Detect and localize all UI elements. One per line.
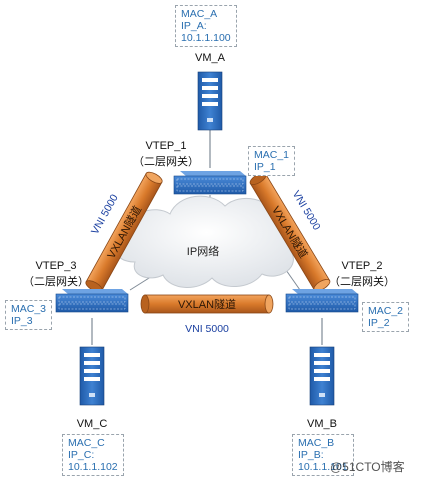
vtep1-mac: MAC_1 — [254, 149, 290, 161]
vm-a-ip-label: IP_A: — [181, 20, 207, 32]
vtep1-ip: IP_1 — [254, 161, 276, 173]
vtep2-info-box: MAC_2 IP_2 — [362, 302, 410, 332]
vtep3-info-box: MAC_3 IP_3 — [5, 300, 53, 330]
vni-label-bottom: VNI 5000 — [185, 323, 229, 335]
vtep1-info-box: MAC_1 IP_1 — [248, 146, 296, 176]
vtep3-mac: MAC_3 — [11, 303, 47, 315]
vtep3-name: VTEP_3 — [35, 260, 77, 272]
vtep2-mac: MAC_2 — [368, 305, 404, 317]
vtep1-role: （二层网关） — [133, 156, 199, 168]
vm-c-ip-label: IP_C: — [68, 449, 95, 461]
vm-b-name: VM_B — [307, 418, 337, 430]
vm-c-info-box: MAC_C IP_C: 10.1.1.102 — [62, 434, 124, 476]
vtep2-ip: IP_2 — [368, 317, 390, 329]
vtep1-switch-icon — [173, 170, 247, 195]
vm-c-mac: MAC_C — [68, 437, 105, 449]
vm-c-server-icon — [79, 346, 105, 406]
vm-b-mac: MAC_B — [298, 437, 335, 449]
vm-b-ip: 10.1.1.101 — [298, 461, 348, 473]
tunnel-label-bottom: VXLAN隧道 — [178, 297, 236, 311]
vtep2-switch-icon — [285, 288, 359, 313]
vm-c-ip: 10.1.1.102 — [68, 461, 118, 473]
vm-a-server-icon — [197, 71, 223, 131]
vm-b-info-box: MAC_B IP_B: 10.1.1.101 — [292, 434, 354, 476]
vm-b-server-icon — [309, 346, 335, 406]
cloud-label: IP网络 — [187, 244, 219, 258]
vm-c-name: VM_C — [76, 418, 108, 430]
vm-a-info-box: MAC_A IP_A: 10.1.1.100 — [175, 5, 237, 47]
vm-a-ip: 10.1.1.100 — [181, 32, 231, 44]
vtep2-name: VTEP_2 — [341, 260, 383, 272]
vtep3-ip: IP_3 — [11, 315, 33, 327]
link-vtep2-cloud — [285, 269, 301, 291]
vm-a-mac: MAC_A — [181, 8, 218, 20]
watermark: @51CTO博客 — [330, 460, 405, 474]
vtep3-role: （二层网关） — [23, 276, 89, 288]
vm-b-ip-label: IP_B: — [298, 449, 324, 461]
vtep1-name: VTEP_1 — [145, 140, 187, 152]
vtep3-switch-icon — [55, 288, 129, 313]
vtep2-role: （二层网关） — [329, 276, 395, 288]
vm-a-name: VM_A — [195, 52, 225, 64]
